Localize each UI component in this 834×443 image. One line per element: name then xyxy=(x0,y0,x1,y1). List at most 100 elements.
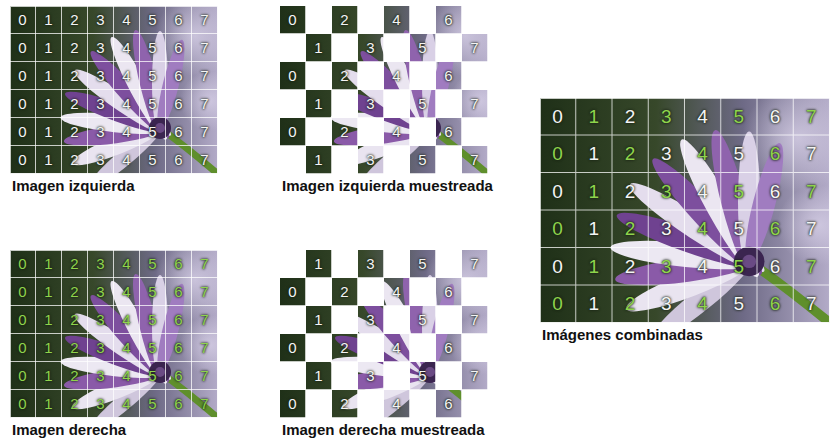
pixel-number: 4 xyxy=(384,62,409,89)
pixel-number: 7 xyxy=(192,278,217,305)
pixel-number: 7 xyxy=(192,146,217,173)
pixel-number: 0 xyxy=(280,62,305,89)
pixel-number: 7 xyxy=(794,136,829,173)
pixel-number: 2 xyxy=(332,334,357,361)
pixel-number: 3 xyxy=(649,173,684,210)
pixel-number: 1 xyxy=(36,362,61,389)
pixel-number: 6 xyxy=(758,98,793,135)
pixel-number: 1 xyxy=(576,211,611,248)
pixel-number: 4 xyxy=(114,306,139,333)
pixel-number: 6 xyxy=(166,278,191,305)
image-panel: Imagen izquierda xyxy=(10,6,218,174)
pixel-number: 4 xyxy=(114,250,139,277)
pixel-number: 3 xyxy=(88,306,113,333)
pixel-number: 1 xyxy=(36,390,61,417)
pixel-number: 1 xyxy=(36,34,61,61)
pixel-number: 0 xyxy=(10,6,35,33)
pixel-number: 2 xyxy=(62,306,87,333)
pixel-number: 2 xyxy=(332,62,357,89)
pixel-number: 4 xyxy=(114,6,139,33)
pixel-number: 4 xyxy=(685,211,720,248)
pixel-number: 6 xyxy=(436,334,461,361)
pixel-number: 2 xyxy=(613,136,648,173)
pixel-number: 4 xyxy=(685,173,720,210)
pixel-number: 0 xyxy=(10,334,35,361)
pixel-number: 1 xyxy=(576,136,611,173)
pixel-number: 2 xyxy=(62,390,87,417)
pixel-number: 7 xyxy=(794,173,829,210)
pixel-number: 0 xyxy=(10,146,35,173)
pixel-number: 4 xyxy=(114,118,139,145)
pixel-number: 2 xyxy=(62,334,87,361)
pixel-number: 5 xyxy=(721,173,756,210)
pixel-number: 4 xyxy=(114,146,139,173)
pixel-number: 0 xyxy=(540,211,575,248)
pixel-number: 7 xyxy=(192,6,217,33)
pixel-number: 7 xyxy=(462,306,487,333)
pixel-number: 3 xyxy=(88,334,113,361)
pixel-number: 7 xyxy=(192,34,217,61)
pixel-number: 3 xyxy=(88,362,113,389)
image-panel: Imagen derecha muestreada xyxy=(280,250,488,418)
pixel-number: 0 xyxy=(280,118,305,145)
pixel-number: 5 xyxy=(140,62,165,89)
pixel-number: 5 xyxy=(410,362,435,389)
pixel-number: 6 xyxy=(758,248,793,285)
image-panel: Imagen derecha xyxy=(10,250,218,418)
pixel-number: 7 xyxy=(192,62,217,89)
pixel-number: 1 xyxy=(306,306,331,333)
pixel-number: 1 xyxy=(36,334,61,361)
pixel-number: 1 xyxy=(576,173,611,210)
left-image xyxy=(10,0,240,194)
pixel-number: 7 xyxy=(192,390,217,417)
pixel-number: 4 xyxy=(685,98,720,135)
pixel-number: 5 xyxy=(140,390,165,417)
pixel-number: 0 xyxy=(280,334,305,361)
pixel-number: 6 xyxy=(436,118,461,145)
pixel-number: 3 xyxy=(88,118,113,145)
pixel-number: 7 xyxy=(192,250,217,277)
pixel-number: 3 xyxy=(88,250,113,277)
pixel-number: 2 xyxy=(332,118,357,145)
pixel-number: 7 xyxy=(192,362,217,389)
pixel-number: 6 xyxy=(166,118,191,145)
pixel-number: 2 xyxy=(62,362,87,389)
pixel-number: 0 xyxy=(540,136,575,173)
pixel-number: 5 xyxy=(721,248,756,285)
pixel-number: 0 xyxy=(10,306,35,333)
pixel-number: 3 xyxy=(88,34,113,61)
pixel-number: 0 xyxy=(10,34,35,61)
pixel-number: 4 xyxy=(114,334,139,361)
image-caption: Imagen derecha xyxy=(12,421,126,438)
pixel-number: 7 xyxy=(192,118,217,145)
pixel-number: 3 xyxy=(88,390,113,417)
pixel-number: 3 xyxy=(649,136,684,173)
pixel-number: 1 xyxy=(36,278,61,305)
pixel-number: 7 xyxy=(794,286,829,323)
pixel-number: 2 xyxy=(62,250,87,277)
pixel-number: 6 xyxy=(166,390,191,417)
pixel-number: 2 xyxy=(613,286,648,323)
pixel-number: 6 xyxy=(166,250,191,277)
pixel-number: 1 xyxy=(576,248,611,285)
pixel-number: 4 xyxy=(114,278,139,305)
pixel-number: 0 xyxy=(540,248,575,285)
pixel-number: 2 xyxy=(62,6,87,33)
pixel-number: 4 xyxy=(384,6,409,33)
image-caption: Imagen derecha muestreada xyxy=(282,421,485,438)
pixel-number: 5 xyxy=(140,118,165,145)
pixel-number: 3 xyxy=(358,146,383,173)
pixel-number: 6 xyxy=(436,390,461,417)
image-caption: Imagen izquierda muestreada xyxy=(282,177,493,194)
pixel-number: 3 xyxy=(649,98,684,135)
pixel-number: 2 xyxy=(613,173,648,210)
pixel-number: 2 xyxy=(332,6,357,33)
image-caption: Imagen izquierda xyxy=(12,177,135,194)
pixel-number: 4 xyxy=(114,362,139,389)
image-panel: Imágenes combinadas xyxy=(540,98,830,323)
pixel-number: 3 xyxy=(649,211,684,248)
pixel-number: 5 xyxy=(140,334,165,361)
pixel-number: 0 xyxy=(10,250,35,277)
pixel-number: 5 xyxy=(140,34,165,61)
pixel-number: 3 xyxy=(358,306,383,333)
